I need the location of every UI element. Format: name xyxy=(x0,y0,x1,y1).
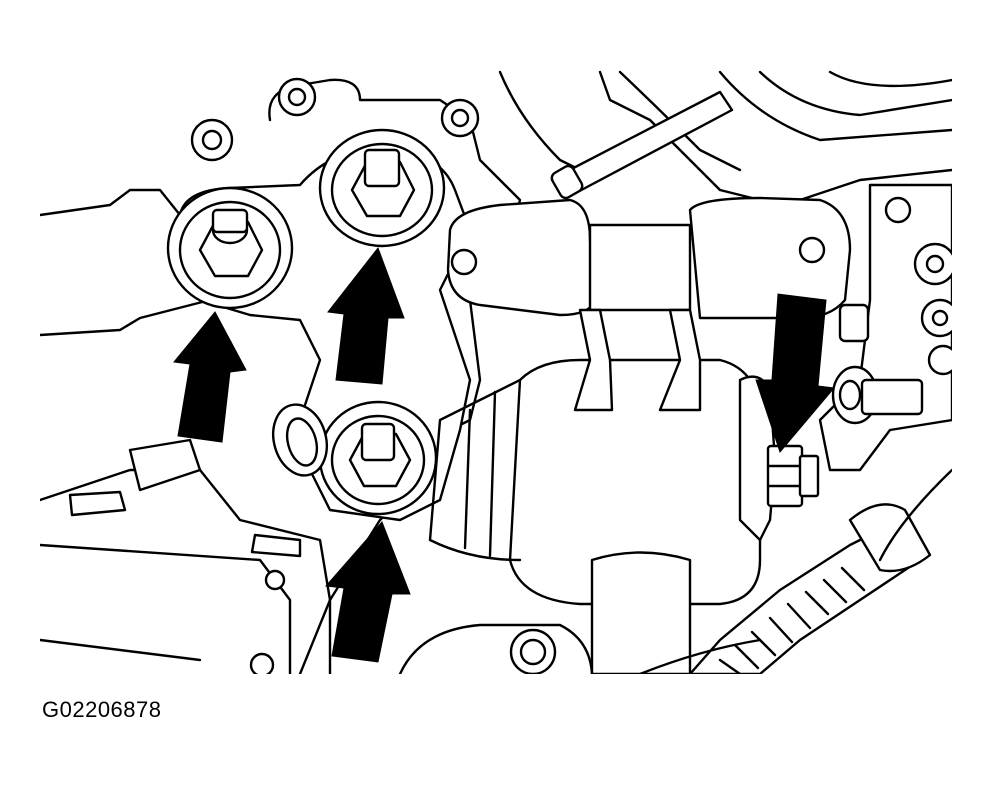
upper-right-bolt xyxy=(318,128,446,248)
lower-center-body xyxy=(398,623,594,674)
panel-hole xyxy=(264,569,286,591)
right-bolt-1 xyxy=(884,196,912,224)
right-bolt-2-inner xyxy=(925,254,945,274)
link-arm-hole-right xyxy=(798,236,826,264)
vacuum-hose xyxy=(558,90,734,197)
right-bolt-4 xyxy=(927,344,952,376)
shock-body xyxy=(508,358,762,606)
clamp-left xyxy=(573,308,614,412)
right-spacer-inner xyxy=(838,379,862,411)
lower-center-nut-inner xyxy=(519,638,547,666)
nut-arrow xyxy=(755,293,835,454)
upper-tube-line-2 xyxy=(618,70,742,172)
stud-top-1-hole xyxy=(287,87,307,107)
left-lower-panel xyxy=(40,468,332,674)
right-stud xyxy=(838,303,870,343)
hose-connector xyxy=(550,164,584,200)
harness-sleeve xyxy=(848,503,932,573)
left-tab-2 xyxy=(250,533,302,558)
callout-arrows xyxy=(173,246,835,663)
upper-cable-2 xyxy=(758,70,952,117)
oval-slot-inner xyxy=(285,417,319,467)
boot-rib-2 xyxy=(488,390,497,558)
line-art xyxy=(40,70,952,674)
upper-left-bolt-arrow xyxy=(173,311,247,443)
stud-left-hole xyxy=(201,129,223,151)
lower-bolt xyxy=(318,400,438,516)
rear-housing-outline xyxy=(598,70,952,202)
upper-cable-1 xyxy=(718,70,952,142)
right-spacer-shaft xyxy=(860,378,924,416)
right-bolt-3-inner xyxy=(931,309,949,327)
link-arm-hole-left xyxy=(450,248,478,276)
left-tab-1 xyxy=(68,490,127,517)
upper-left-bolt xyxy=(166,186,294,310)
shock-lower-tube xyxy=(590,551,692,674)
upper-right-bolt-arrow xyxy=(327,246,405,385)
lower-hole xyxy=(249,652,275,674)
lower-bolt-arrow xyxy=(324,521,411,663)
link-arm-center xyxy=(588,223,692,312)
harness-ribs xyxy=(718,566,866,674)
figure-id: G02206878 xyxy=(42,697,162,722)
harness-lower xyxy=(638,468,952,674)
boot-rib-1 xyxy=(463,408,472,550)
lower-left-line xyxy=(40,638,202,662)
nut xyxy=(766,444,820,508)
left-panel-ledge xyxy=(128,438,202,492)
upper-tube-line-1 xyxy=(498,70,602,182)
stud-top-2-hole xyxy=(450,108,470,128)
engine-block-outline xyxy=(268,78,522,674)
upper-cable-3 xyxy=(828,70,952,88)
clamp-right xyxy=(658,308,702,412)
